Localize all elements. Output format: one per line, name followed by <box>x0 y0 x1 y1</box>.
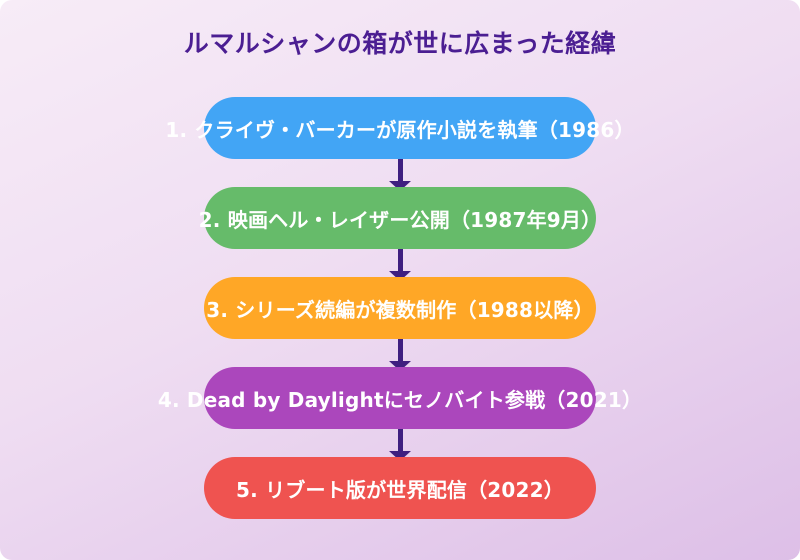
flow-step: 1. クライヴ・バーカーが原作小説を執筆（1986） <box>165 97 634 159</box>
flow-step: 5. リブート版が世界配信（2022） <box>204 457 596 519</box>
down-arrow-head <box>389 181 411 191</box>
flow-step-label: 2. 映画ヘル・レイザー公開（1987年9月） <box>198 207 602 232</box>
down-arrow-stem <box>397 159 403 181</box>
flow-container: 1. クライヴ・バーカーが原作小説を執筆（1986） 2. 映画ヘル・レイザー公開… <box>0 97 800 519</box>
flow-step: 3. シリーズ続編が複数制作（1988以降） <box>204 277 596 339</box>
down-arrow-icon <box>389 249 411 281</box>
down-arrow-icon <box>389 159 411 191</box>
down-arrow-stem <box>397 429 403 451</box>
down-arrow-head <box>389 451 411 461</box>
flow-step-label: 1. クライヴ・バーカーが原作小説を執筆（1986） <box>165 117 635 142</box>
flow-step-label: 3. シリーズ続編が複数制作（1988以降） <box>206 297 594 322</box>
flow-step: 2. 映画ヘル・レイザー公開（1987年9月） <box>199 187 601 249</box>
page-title: ルマルシャンの箱が世に広まった経緯 <box>183 29 617 58</box>
flow-step-label: 5. リブート版が世界配信（2022） <box>236 477 564 502</box>
flow-step: 4. Dead by Daylightにセノバイト参戦（2021） <box>158 367 642 429</box>
down-arrow-icon <box>389 339 411 371</box>
down-arrow-head <box>389 361 411 371</box>
down-arrow-stem <box>397 249 403 271</box>
down-arrow-head <box>389 271 411 281</box>
flow-step-label: 4. Dead by Daylightにセノバイト参戦（2021） <box>157 387 643 412</box>
down-arrow-stem <box>397 339 403 361</box>
down-arrow-icon <box>389 429 411 461</box>
